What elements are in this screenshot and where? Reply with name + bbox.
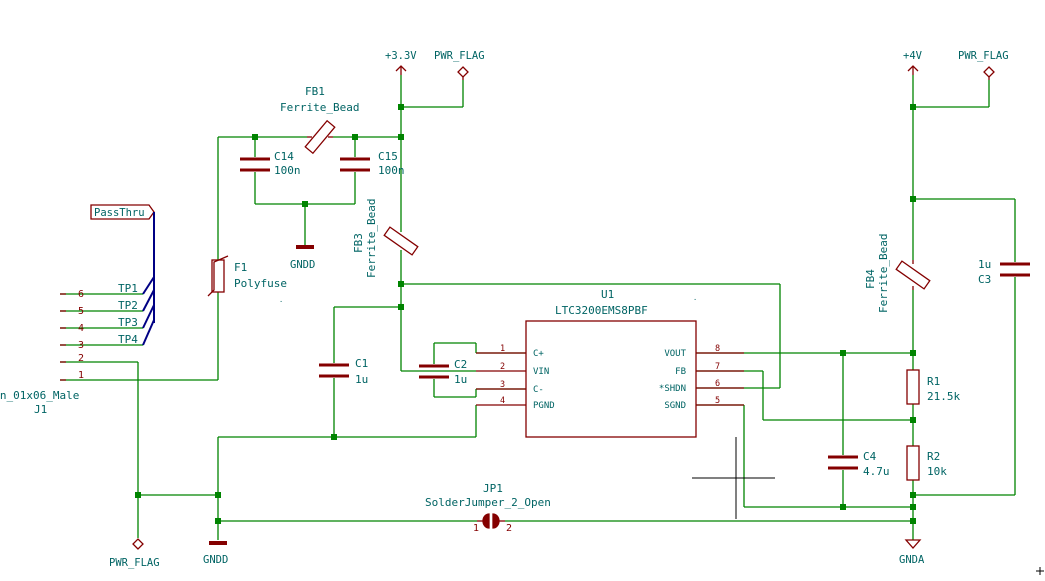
c15: C15 100n (340, 150, 405, 177)
u1-pin2-num: 2 (500, 362, 505, 372)
pwr-flag-4v-label: PWR_FLAG (958, 50, 1009, 62)
wires (60, 75, 1016, 540)
r1-value: 21.5k (927, 390, 960, 403)
tp4-label: TP4 (118, 333, 138, 346)
fb3-value: Ferrite_Bead (365, 199, 378, 278)
u1-pin5-num: 5 (715, 396, 720, 406)
j1-pin5: 5 (78, 306, 84, 317)
r1: R1 21.5k (906, 369, 960, 405)
f1: F1 Polyfuse . (207, 255, 287, 304)
u1-pin1-name: C+ (533, 349, 544, 359)
c4-value: 4.7u (863, 465, 890, 478)
u1: U1 LTC3200EMS8PBF 1 2 3 4 C+ VIN C- PGND… (476, 288, 744, 438)
u1-pin4-name: PGND (533, 401, 555, 411)
f1-ref: F1 (234, 261, 247, 274)
r2-ref: R2 (927, 450, 940, 463)
c4: C4 4.7u (828, 450, 890, 478)
j1-pin3: 3 (78, 340, 84, 351)
gndd-top: GNDD (290, 245, 315, 271)
fb1: FB1 Ferrite_Bead (280, 85, 359, 155)
jp1-pin1: 1 (473, 523, 479, 534)
pwr-flag-bottom-label: PWR_FLAG (109, 557, 160, 569)
tp2-label: TP2 (118, 299, 138, 312)
fb4-value: Ferrite_Bead (877, 234, 890, 313)
r2-value: 10k (927, 465, 947, 478)
u1-pin3-num: 3 (500, 380, 505, 390)
j1-value: Conn_01x06_Male (0, 389, 79, 402)
power-4v-label: +4V (903, 50, 923, 62)
c1-value: 1u (355, 373, 368, 386)
j1-pin2: 2 (78, 353, 84, 364)
u1-pin7-name: FB (675, 367, 686, 377)
c14-ref: C14 (274, 150, 294, 163)
pwr-flag-bottom: PWR_FLAG (109, 538, 160, 569)
f1-value: Polyfuse (234, 277, 287, 290)
c2: C2 1u (419, 358, 467, 386)
u1-pin8-name: VOUT (664, 349, 686, 359)
u1-pin6-num: 6 (715, 379, 720, 389)
passthru-label: PassThru (94, 207, 145, 219)
gndd-top-label: GNDD (290, 259, 315, 271)
jp1-ref: JP1 (483, 482, 503, 495)
gnda: GNDA (899, 539, 925, 566)
svg-text:.: . (693, 294, 697, 302)
fb1-value: Ferrite_Bead (280, 101, 359, 114)
svg-text:.: . (279, 296, 283, 304)
fb4-ref: FB4 (864, 269, 877, 289)
c1-ref: C1 (355, 357, 368, 370)
c3: 1u C3 (978, 258, 1030, 286)
tp1-label: TP1 (118, 282, 138, 295)
c15-value: 100n (378, 164, 405, 177)
power-4v: +4V (903, 50, 923, 75)
j1-pin6: 6 (78, 289, 84, 300)
u1-pin5-name: SGND (664, 401, 686, 411)
c2-value: 1u (454, 373, 467, 386)
c2-ref: C2 (454, 358, 467, 371)
c4-ref: C4 (863, 450, 877, 463)
c3-value: 1u (978, 258, 991, 271)
pwr-flag-3v3: PWR_FLAG (434, 50, 485, 80)
j1-pin1: 1 (78, 370, 84, 381)
jp1-pin2: 2 (506, 523, 512, 534)
junctions (135, 104, 916, 524)
jp1: JP1 SolderJumper_2_Open 1 2 (425, 482, 551, 534)
fb3-ref: FB3 (352, 233, 365, 253)
gndd-bottom: GNDD (203, 541, 228, 566)
j1: 6 5 4 3 2 1 Conn_01x06_Male J1 (0, 289, 84, 416)
gndd-bottom-label: GNDD (203, 554, 228, 566)
c15-ref: C15 (378, 150, 398, 163)
power-3v3: +3.3V (385, 50, 417, 75)
jp1-value: SolderJumper_2_Open (425, 496, 551, 509)
c14-value: 100n (274, 164, 301, 177)
c14: C14 100n (240, 150, 301, 177)
j1-ref: J1 (34, 403, 47, 416)
stray-lines (692, 437, 1044, 575)
u1-pin6-name: *SHDN (659, 384, 686, 394)
u1-pin7-num: 7 (715, 362, 720, 372)
fb1-ref: FB1 (305, 85, 325, 98)
pwr-flag-3v3-label: PWR_FLAG (434, 50, 485, 62)
u1-pin4-num: 4 (500, 396, 505, 406)
power-3v3-label: +3.3V (385, 50, 417, 62)
r2: R2 10k (906, 445, 947, 481)
u1-value: LTC3200EMS8PBF (555, 304, 648, 317)
u1-pin1-num: 1 (500, 344, 505, 354)
fb4: FB4 Ferrite_Bead (864, 234, 931, 313)
r1-ref: R1 (927, 375, 940, 388)
j1-pin4: 4 (78, 323, 84, 334)
u1-pin2-name: VIN (533, 367, 549, 377)
pwr-flag-4v: PWR_FLAG (958, 50, 1009, 80)
u1-pin8-num: 8 (715, 344, 720, 354)
c1: C1 1u (319, 357, 368, 386)
fb3: FB3 Ferrite_Bead (352, 199, 419, 278)
passthru-bus: PassThru TP1 TP2 TP3 TP4 (90, 204, 155, 346)
c3-ref: C3 (978, 273, 991, 286)
tp3-label: TP3 (118, 316, 138, 329)
gnda-label: GNDA (899, 554, 925, 566)
u1-ref: U1 (601, 288, 614, 301)
u1-pin3-name: C- (533, 385, 544, 395)
